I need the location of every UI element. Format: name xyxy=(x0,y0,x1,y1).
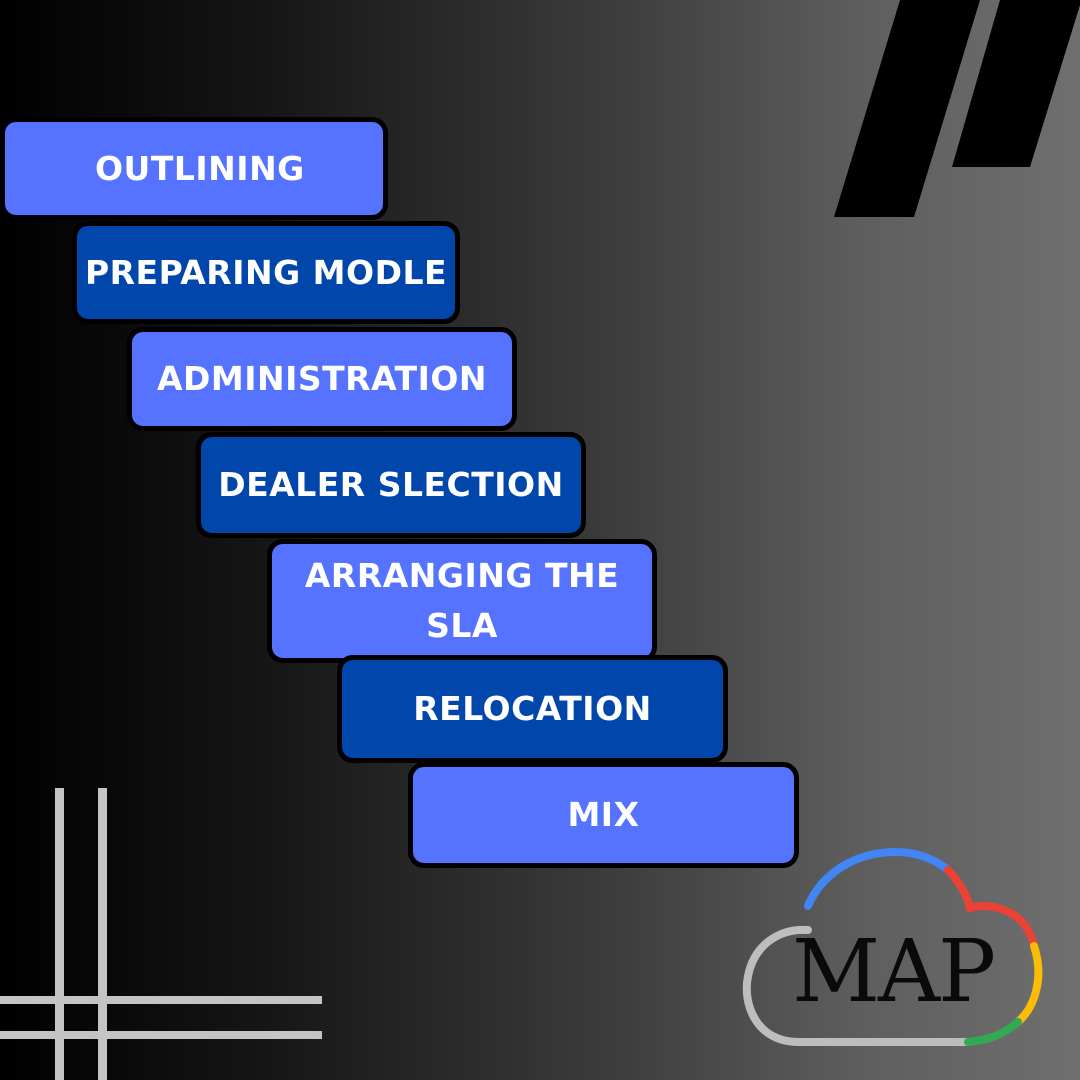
grid-line-horizontal-1 xyxy=(0,996,322,1004)
step-dealer-slection: DEALER SLECTION xyxy=(196,432,586,538)
cloud-arc-yellow xyxy=(1014,942,1043,1026)
step-preparing-modle: PREPARING MODLE xyxy=(72,221,460,324)
logo-text: MAP xyxy=(791,922,996,1022)
grid-line-vertical-1 xyxy=(55,788,64,1080)
step-mix: MIX xyxy=(408,762,799,868)
step-label: ARRANGING THE SLA xyxy=(304,556,620,645)
slash-bar-right xyxy=(952,0,1080,167)
map-cloud-logo xyxy=(742,847,1043,1046)
cloud-arc-blue xyxy=(804,847,952,910)
step-label: PREPARING MODLE xyxy=(84,252,448,292)
step-label: DEALER SLECTION xyxy=(218,465,564,504)
step-label: ADMINISTRATION xyxy=(156,359,488,398)
step-administration: ADMINISTRATION xyxy=(127,327,517,431)
step-label: RELOCATION xyxy=(413,689,652,728)
step-label: OUTLINING xyxy=(95,148,305,188)
step-label: MIX xyxy=(567,795,640,834)
cloud-arc-green xyxy=(964,1018,1022,1046)
slash-bar-left xyxy=(834,0,980,217)
step-relocation: RELOCATION xyxy=(337,655,728,763)
grid-lines-decoration xyxy=(0,788,322,1080)
grid-line-horizontal-2 xyxy=(0,1031,322,1039)
step-outlining: OUTLINING xyxy=(0,117,388,220)
step-arranging-the-sla: ARRANGING THE SLA xyxy=(267,539,657,663)
cloud-arc-red xyxy=(944,866,1038,950)
cloud-arc-grey xyxy=(742,925,972,1046)
grid-line-vertical-2 xyxy=(98,788,107,1080)
